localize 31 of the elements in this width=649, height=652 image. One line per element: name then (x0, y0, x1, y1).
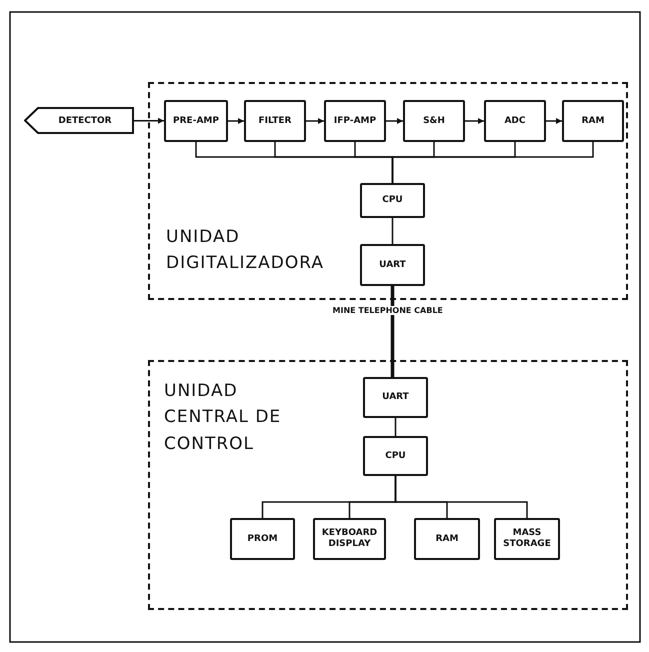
block-box: FILTER (244, 100, 306, 142)
unit-heading: UNIDAD DIGITALIZADORA (166, 226, 325, 276)
block-box: S&H (403, 100, 465, 142)
connector-line (392, 142, 594, 183)
connector-line (390, 286, 394, 377)
block-box: CPU (360, 183, 425, 218)
block-box: MASS STORAGE (494, 518, 560, 560)
edge-label: MINE TELEPHONE CABLE (330, 306, 445, 316)
block-box: PROM (230, 518, 295, 560)
arrow (306, 118, 324, 124)
unit-dashed-frame (148, 360, 628, 610)
arrow (134, 118, 164, 124)
block-box: PRE-AMP (164, 100, 228, 142)
unit-dashed-frame (148, 82, 628, 300)
block-box: UART (363, 377, 428, 418)
connector-line (394, 476, 528, 518)
unit-heading: UNIDAD CENTRAL DE CONTROL (164, 380, 282, 456)
block-box: RAM (562, 100, 624, 142)
block-box: IFP-AMP (324, 100, 386, 142)
block-box: RAM (414, 518, 480, 560)
block-box: UART (360, 244, 425, 286)
arrow (465, 118, 484, 124)
block-box: CPU (363, 436, 428, 476)
block-box: KEYBOARD DISPLAY (313, 518, 386, 560)
arrow (546, 118, 562, 124)
arrow (386, 118, 403, 124)
block-box: ADC (484, 100, 546, 142)
connector-line (392, 218, 394, 244)
block-label: DETECTOR (58, 116, 112, 126)
connector-line (394, 418, 396, 436)
arrow (228, 118, 244, 124)
